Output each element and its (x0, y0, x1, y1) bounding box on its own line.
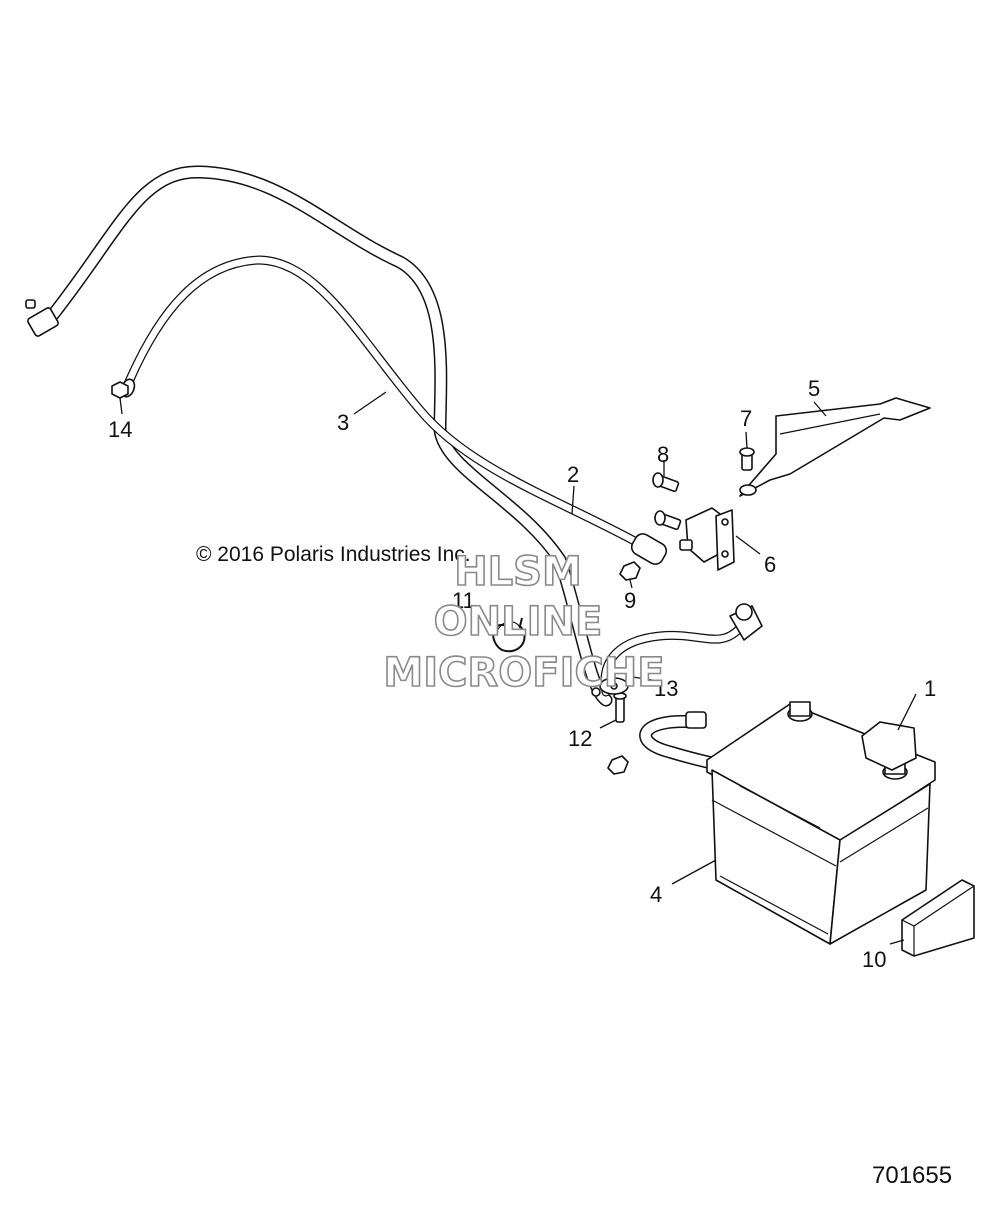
watermark-line-1: HLSM (454, 549, 582, 595)
battery-pad (901, 879, 975, 957)
bolts-8 (652, 472, 682, 531)
nut-9 (619, 561, 641, 581)
document-number: 701655 (872, 1162, 952, 1189)
callout-4: 4 (650, 882, 662, 907)
nut-12 (607, 755, 629, 775)
callout-12: 12 (568, 726, 592, 751)
watermark-line-3: MICROFICHE (383, 650, 664, 696)
callout-10: 10 (862, 947, 886, 972)
callout-2: 2 (567, 462, 579, 487)
negative-cable (600, 603, 763, 697)
watermark-line-2: ONLINE (434, 599, 603, 645)
leader-lines (119, 391, 917, 945)
callout-8: 8 (657, 442, 669, 467)
callout-7: 7 (740, 406, 752, 431)
callout-6: 6 (764, 552, 776, 577)
bolt-7 (739, 447, 755, 471)
battery (706, 701, 936, 945)
cable-2 (120, 255, 668, 565)
callout-3: 3 (337, 410, 349, 435)
cable-3 (25, 165, 613, 707)
watermark: HLSM ONLINE MICROFICHE (383, 548, 666, 697)
callout-13: 13 (654, 676, 678, 701)
solenoid (679, 507, 735, 571)
ring-terminal-13 (591, 677, 629, 697)
stud-12 (613, 692, 627, 723)
nut-14 (111, 381, 129, 399)
bracket (739, 397, 931, 497)
callout-11: 11 (452, 588, 475, 613)
callout-5: 5 (808, 376, 820, 401)
copyright-text: © 2016 Polaris Industries Inc. (196, 543, 471, 566)
callout-1: 1 (924, 676, 936, 701)
callout-14: 14 (108, 417, 132, 442)
callout-9: 9 (624, 588, 636, 613)
callouts: 1 2 3 4 5 6 7 8 9 10 11 12 13 14 (108, 376, 936, 972)
